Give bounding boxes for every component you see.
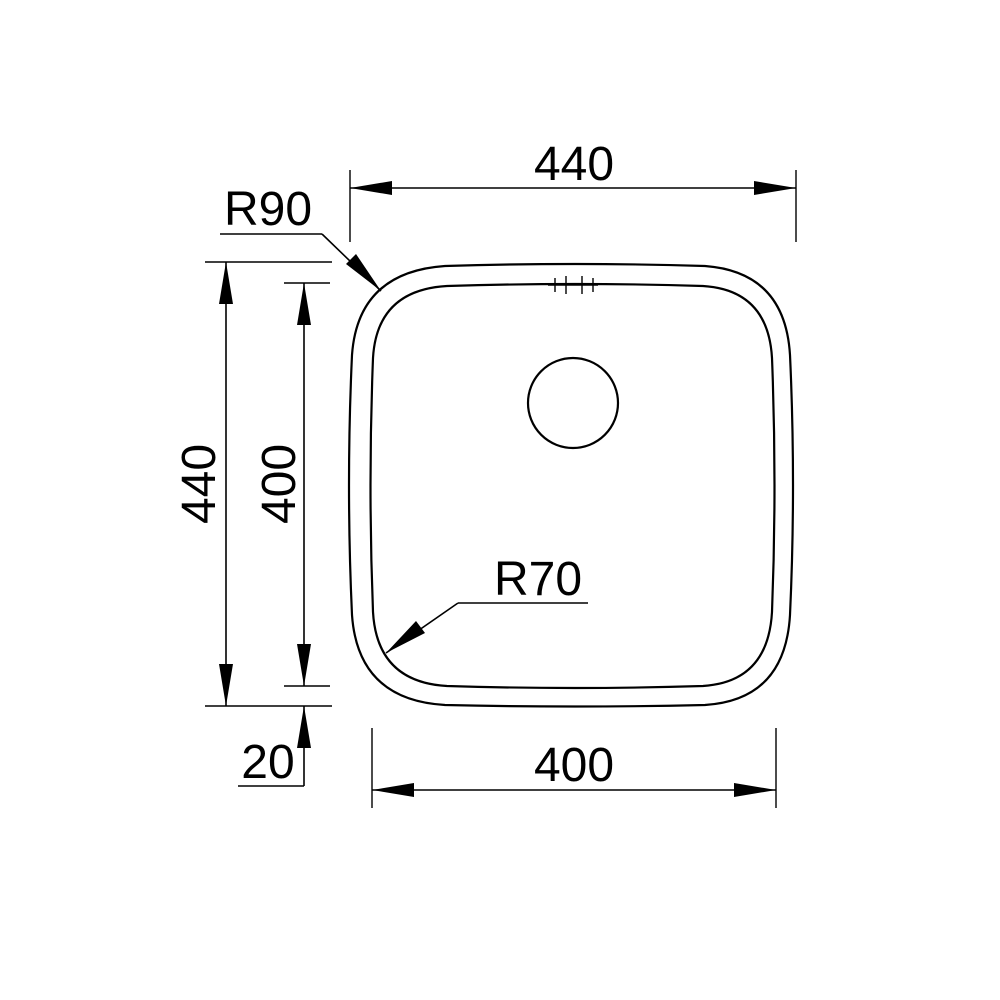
inner-radius-leader — [385, 602, 588, 654]
drain-hole — [526, 356, 620, 450]
top-width-label: 440 — [534, 138, 614, 191]
outer-height-label: 440 — [173, 444, 226, 524]
inner-height-label: 400 — [253, 444, 306, 524]
outer-radius-leader — [220, 233, 382, 292]
offset-dimension — [238, 706, 311, 787]
inner-radius-label: R70 — [494, 553, 582, 606]
outer-radius-label: R90 — [224, 183, 312, 236]
outer-height-dimension — [205, 261, 332, 707]
sink-inner-outline — [369, 282, 776, 690]
bottom-width-dimension — [371, 728, 777, 808]
inner-height-dimension — [284, 282, 330, 687]
sink-outer-outline — [347, 262, 795, 708]
top-width-dimension — [349, 170, 797, 242]
offset-label: 20 — [241, 736, 294, 789]
center-mark — [548, 276, 598, 294]
bottom-width-label: 400 — [534, 739, 614, 792]
